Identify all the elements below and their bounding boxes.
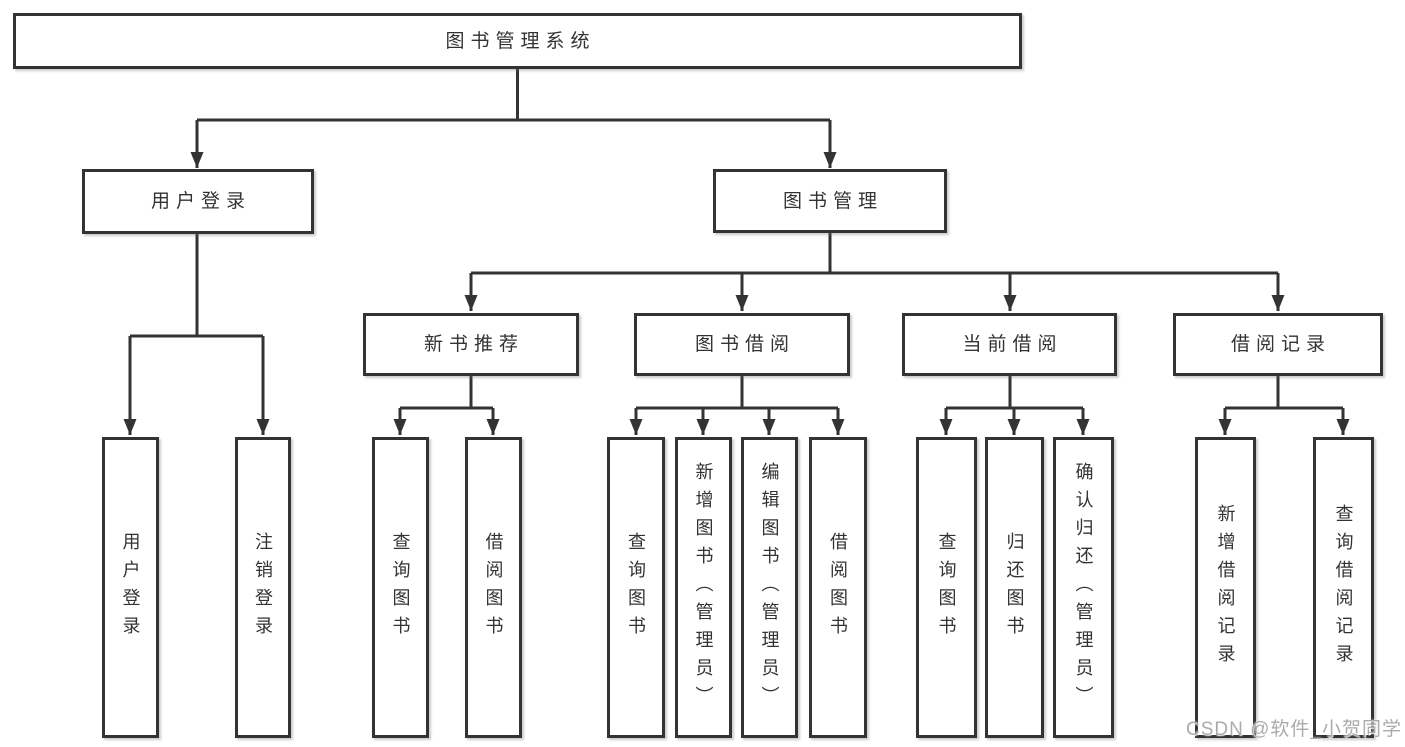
leaf-edit-books-admin: 编辑图书（管理员） [741,437,798,738]
leaf-query-borrow-record-label: 查询借阅记录 [1333,503,1354,672]
leaf-query-books-borrowing-label: 查询图书 [626,531,646,644]
leaf-user-login-label: 用户登录 [120,531,141,644]
leaf-query-books-recommend-label: 查询图书 [390,531,411,644]
leaf-borrow-books-label: 借阅图书 [828,531,848,644]
node-user-login-label: 用户登录 [150,191,251,212]
leaf-add-borrow-record: 新增借阅记录 [1195,437,1256,738]
leaf-add-borrow-record-label: 新增借阅记录 [1215,503,1236,672]
leaf-add-books-admin-label: 新增图书（管理员） [693,461,714,714]
leaf-query-books-borrowing: 查询图书 [607,437,665,738]
leaf-return-books-label: 归还图书 [1004,531,1025,644]
csdn-watermark: CSDN @软件_小贺同学 [1186,719,1402,740]
node-new-book-recommend: 新书推荐 [363,313,579,376]
leaf-query-books-current-label: 查询图书 [936,531,957,644]
node-borrowing-records-label: 借阅记录 [1230,334,1331,355]
leaf-borrow-books: 借阅图书 [809,437,867,738]
node-root-label: 图书管理系统 [445,30,596,52]
leaf-borrow-books-recommend-label: 借阅图书 [483,531,504,644]
leaf-logout: 注销登录 [235,437,291,738]
leaf-user-login: 用户登录 [102,437,159,738]
node-book-management-label: 图书管理 [782,190,883,212]
leaf-return-books: 归还图书 [985,437,1044,738]
node-new-book-recommend-label: 新书推荐 [423,334,524,355]
leaf-confirm-return-admin-label: 确认归还（管理员） [1073,461,1094,714]
node-current-borrowing-label: 当前借阅 [962,334,1063,355]
node-current-borrowing: 当前借阅 [902,313,1117,376]
leaf-logout-label: 注销登录 [253,531,273,644]
leaf-confirm-return-admin: 确认归还（管理员） [1053,437,1114,738]
leaf-query-borrow-record: 查询借阅记录 [1313,437,1374,738]
node-root-system: 图书管理系统 [13,13,1022,69]
node-user-login: 用户登录 [82,169,314,234]
node-book-management: 图书管理 [713,169,947,233]
leaf-query-books-recommend: 查询图书 [372,437,429,738]
node-book-borrowing: 图书借阅 [634,313,850,376]
leaf-borrow-books-recommend: 借阅图书 [465,437,522,738]
node-book-borrowing-label: 图书借阅 [694,334,795,355]
node-borrowing-records: 借阅记录 [1173,313,1383,376]
leaf-edit-books-admin-label: 编辑图书（管理员） [759,461,780,714]
leaf-query-books-current: 查询图书 [916,437,977,738]
leaf-add-books-admin: 新增图书（管理员） [675,437,732,738]
